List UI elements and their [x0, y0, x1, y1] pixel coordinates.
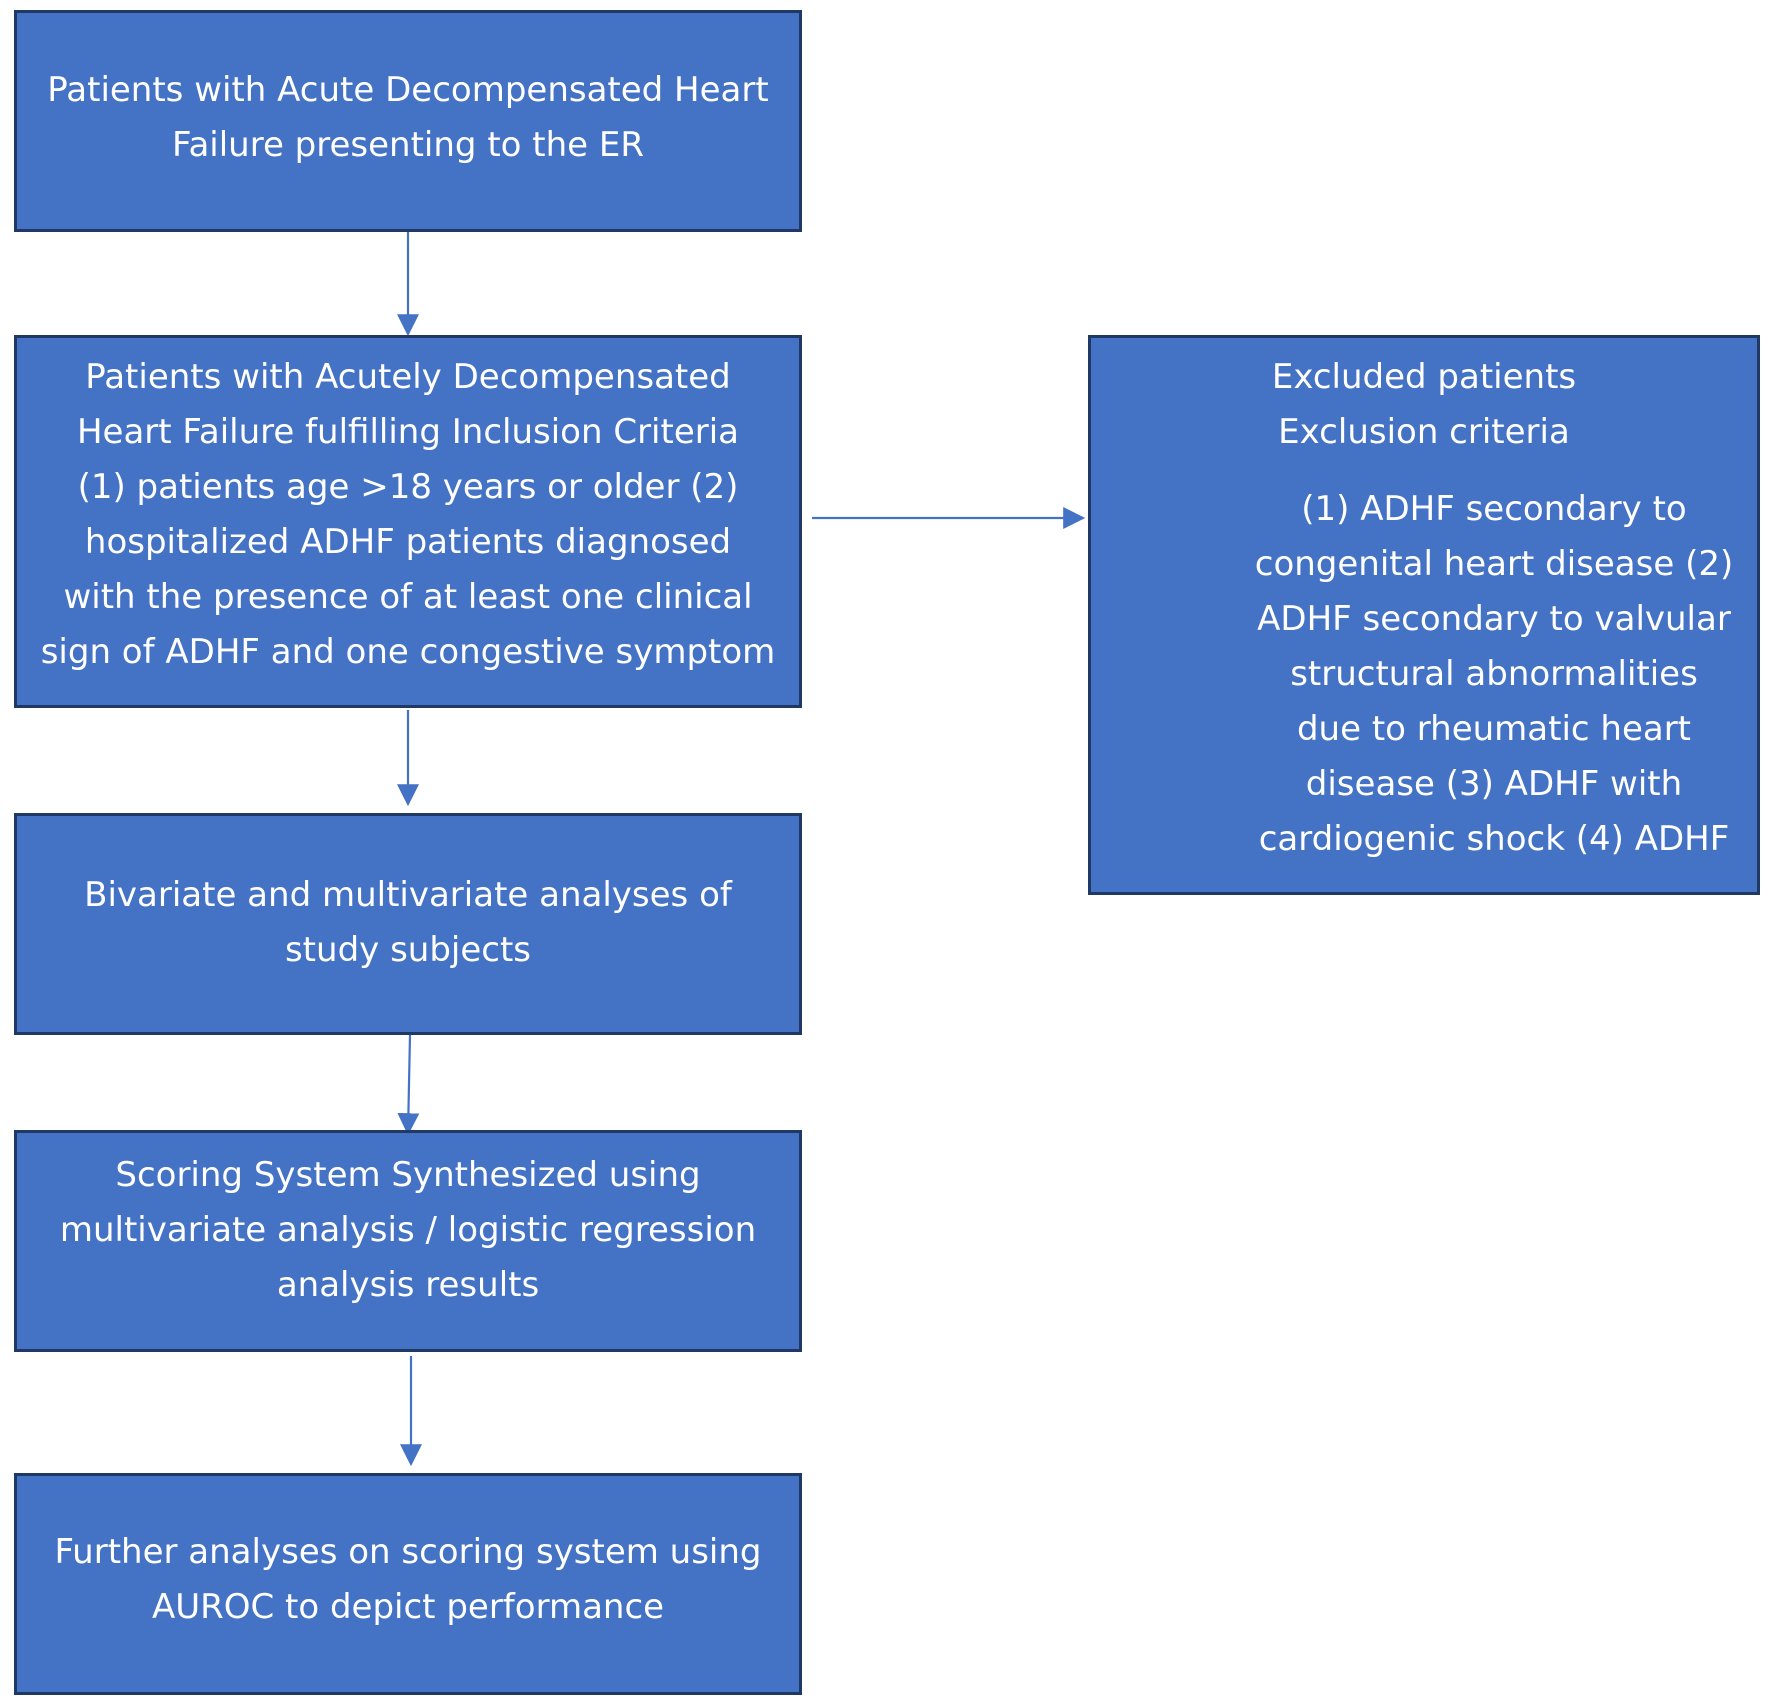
- arrow-analyses-to-scoring: [397, 1034, 420, 1136]
- er-patients-box: Patients with Acute Decompensated Heart …: [14, 10, 802, 232]
- analyses-box: Bivariate and multivariate analyses of s…: [14, 813, 802, 1035]
- inclusion-criteria-box: Patients with Acutely Decompensated Hear…: [14, 335, 802, 708]
- exclusion-criteria-heading: Exclusion criteria: [1278, 412, 1570, 452]
- box-text-line: Patients with Acutely Decompensated: [85, 357, 731, 397]
- box-text-line: with the presence of at least one clinic…: [63, 577, 753, 617]
- box-text-line: disease (3) ADHF with: [1305, 764, 1683, 804]
- box-text-line: (1) patients age >18 years or older (2): [77, 467, 739, 507]
- excluded-title: Excluded patients: [1271, 357, 1577, 397]
- box-text-line: multivariate analysis / logistic regress…: [59, 1210, 757, 1250]
- exclusion-criteria-list: (1) ADHF secondary to congenital heart d…: [1091, 482, 1757, 867]
- box-text-line: Scoring System Synthesized using: [115, 1155, 701, 1195]
- box-text-line: study subjects: [284, 930, 532, 970]
- box-text-line: Failure presenting to the ER: [172, 125, 644, 165]
- box-text-line: hospitalized ADHF patients diagnosed: [84, 522, 732, 562]
- box-text-line: (1) ADHF secondary to: [1301, 489, 1687, 529]
- scoring-system-box: Scoring System Synthesized using multiva…: [14, 1130, 802, 1352]
- box-text-line: congenital heart disease (2): [1254, 544, 1734, 584]
- box-text-line: analysis results: [276, 1265, 540, 1305]
- box-text-line: Patients with Acute Decompensated Heart: [47, 70, 769, 110]
- box-text-line: Heart Failure fulfilling Inclusion Crite…: [76, 412, 740, 452]
- auroc-box: Further analyses on scoring system using…: [14, 1473, 802, 1695]
- box-text-line: ADHF secondary to valvular: [1257, 599, 1731, 639]
- box-text-line: structural abnormalities: [1290, 654, 1698, 694]
- box-text-line: AUROC to depict performance: [151, 1587, 665, 1627]
- box-text-line: sign of ADHF and one congestive symptom: [40, 632, 776, 672]
- box-text-line: due to rheumatic heart: [1296, 709, 1692, 749]
- excluded-patients-box: Excluded patients Exclusion criteria (1)…: [1088, 335, 1760, 895]
- box-text-line: Bivariate and multivariate analyses of: [84, 875, 732, 915]
- box-text-line: cardiogenic shock (4) ADHF: [1258, 819, 1730, 859]
- box-text-line: Further analyses on scoring system using: [54, 1532, 762, 1572]
